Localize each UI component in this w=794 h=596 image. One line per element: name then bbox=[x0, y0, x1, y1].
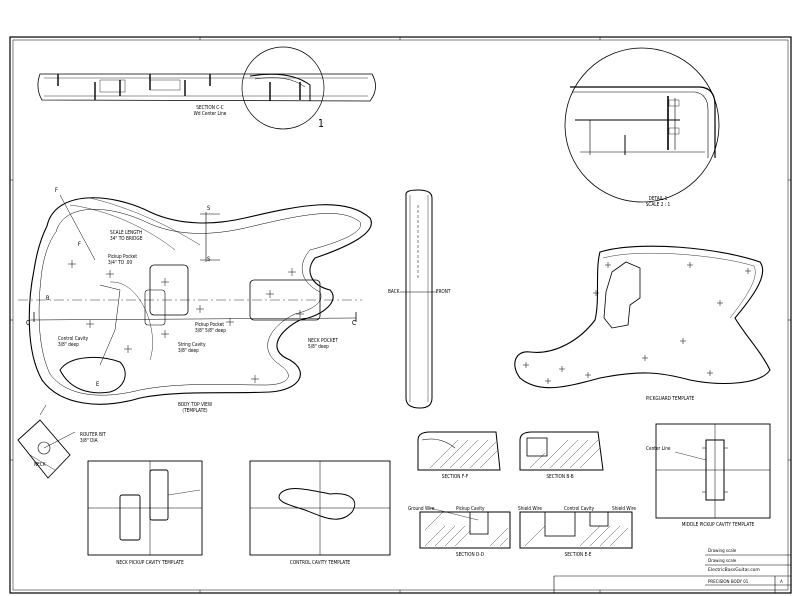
zone-letter-right: C bbox=[352, 319, 357, 327]
body-top-view bbox=[18, 194, 372, 405]
section-dd-label: SECTION D-D bbox=[455, 552, 485, 558]
control-cavity-sublabel: 3/8" deep bbox=[58, 342, 79, 348]
section-mark-f-top: F bbox=[55, 187, 58, 194]
bridge-label: 34" TO BRIDGE bbox=[110, 236, 143, 242]
middle-pickup-label: MIDDLE PICKUP CAVITY TEMPLATE bbox=[681, 522, 755, 528]
pickguard-label: PICKGUARD TEMPLATE bbox=[645, 396, 695, 402]
scale-length-label: SCALE LENGTH bbox=[110, 230, 143, 236]
title-company: ElectricBassGuitar.com bbox=[708, 568, 760, 573]
string-cavity-label: String Cavity bbox=[178, 342, 206, 348]
border-ticks bbox=[10, 37, 791, 593]
neck-detail-rotated bbox=[17, 404, 76, 479]
neck-pocket2-sublabel: 5/8" deep bbox=[308, 344, 329, 350]
string-cavity-sublabel: 3/8" deep bbox=[178, 348, 199, 354]
title-row-2: Drawing scale bbox=[708, 558, 737, 563]
body-view-sublabel: (TEMPLATE) bbox=[182, 408, 208, 414]
section-bb-label: SECTION B-B bbox=[546, 474, 574, 480]
section-ff-line bbox=[59, 194, 96, 261]
neck-pocket-sublabel: 3/8" 5/8" deep bbox=[195, 328, 226, 334]
section-mark-b: B bbox=[46, 295, 50, 302]
ground-wire-label: Ground Wire bbox=[408, 506, 435, 512]
pickup-pocket-dim: 3/4" TO .00 bbox=[108, 260, 133, 266]
section-dd-view bbox=[419, 507, 511, 549]
detail-scale: SCALE 2 : 1 bbox=[645, 202, 671, 208]
control-cavity-template bbox=[249, 460, 391, 556]
section-ee-label: SECTION E-E bbox=[564, 552, 592, 558]
title-row-1: Drawing scale bbox=[708, 548, 737, 553]
title-block-lines bbox=[553, 554, 791, 593]
sheet-border bbox=[9, 36, 792, 594]
detail-1-view bbox=[564, 47, 720, 203]
neck-pickup-label: NECK PICKUP CAVITY TEMPLATE bbox=[116, 560, 184, 566]
section-cc-sublabel: Wd Center Line bbox=[193, 111, 227, 117]
edge-back-label: BACK bbox=[388, 289, 400, 295]
center-line-label: Center Line bbox=[646, 446, 671, 452]
control-cavity-label: Control Cavity bbox=[58, 336, 89, 342]
edge-front-label: FRONT bbox=[436, 289, 451, 295]
section-mark-s-top: S bbox=[207, 205, 211, 212]
control-cavity-outline bbox=[59, 357, 126, 394]
section-cc-line bbox=[29, 317, 357, 321]
control-cavity2-label: Control Cavity bbox=[564, 506, 595, 512]
middle-pickup-template bbox=[655, 423, 771, 519]
neck-pocket2-label: NECK POCKET bbox=[308, 338, 338, 344]
title-sheet: A bbox=[780, 579, 783, 584]
title-drawing-no: PRECISION BODY 01 bbox=[708, 579, 749, 584]
pickup-cavity-label: Pickup Cavity bbox=[456, 506, 485, 512]
sheet-inner-border bbox=[12, 39, 789, 591]
shield-wire-label: Shield Wire bbox=[518, 506, 542, 512]
body-inner-contour bbox=[38, 209, 361, 396]
section-ee-view bbox=[519, 511, 633, 549]
screw-marks bbox=[68, 260, 304, 383]
section-mark-e: E bbox=[96, 381, 100, 388]
detail-1-callout-circle bbox=[241, 46, 325, 130]
section-mark-s-bottom: S bbox=[207, 256, 211, 263]
router-bit-sublabel: 3/8" DIA bbox=[80, 438, 98, 444]
neck-pickup-template bbox=[87, 460, 203, 556]
neck-pocket-label: Pickup Pocket bbox=[195, 322, 225, 328]
router-bit-label: ROUTER BIT bbox=[80, 432, 106, 438]
section-bb-view bbox=[519, 431, 604, 471]
zone-letter-left: C bbox=[26, 319, 31, 327]
neck-mark-label: NECK bbox=[34, 462, 46, 468]
detail-title: DETAIL 1 bbox=[648, 196, 668, 202]
section-ff-label: SECTION F-F bbox=[441, 474, 469, 480]
pickguard-screw-marks bbox=[523, 262, 751, 384]
section-ff-view bbox=[417, 431, 501, 471]
shield-wire2-label: Shield Wire bbox=[612, 506, 636, 512]
pickguard-template bbox=[514, 245, 771, 389]
body-view-label: BODY TOP VIEW bbox=[177, 402, 213, 408]
detail-number: 1 bbox=[318, 117, 324, 130]
body-edge-view bbox=[400, 189, 438, 409]
control-template-label: CONTROL CAVITY TEMPLATE bbox=[289, 560, 351, 566]
section-cc-view bbox=[37, 73, 376, 102]
section-cc-label: SECTION C-C bbox=[196, 105, 224, 111]
neck-pocket bbox=[249, 279, 321, 321]
section-mark-f-bottom: F bbox=[78, 241, 81, 248]
pickup-pocket-label: Pickup Pocket bbox=[108, 254, 138, 260]
